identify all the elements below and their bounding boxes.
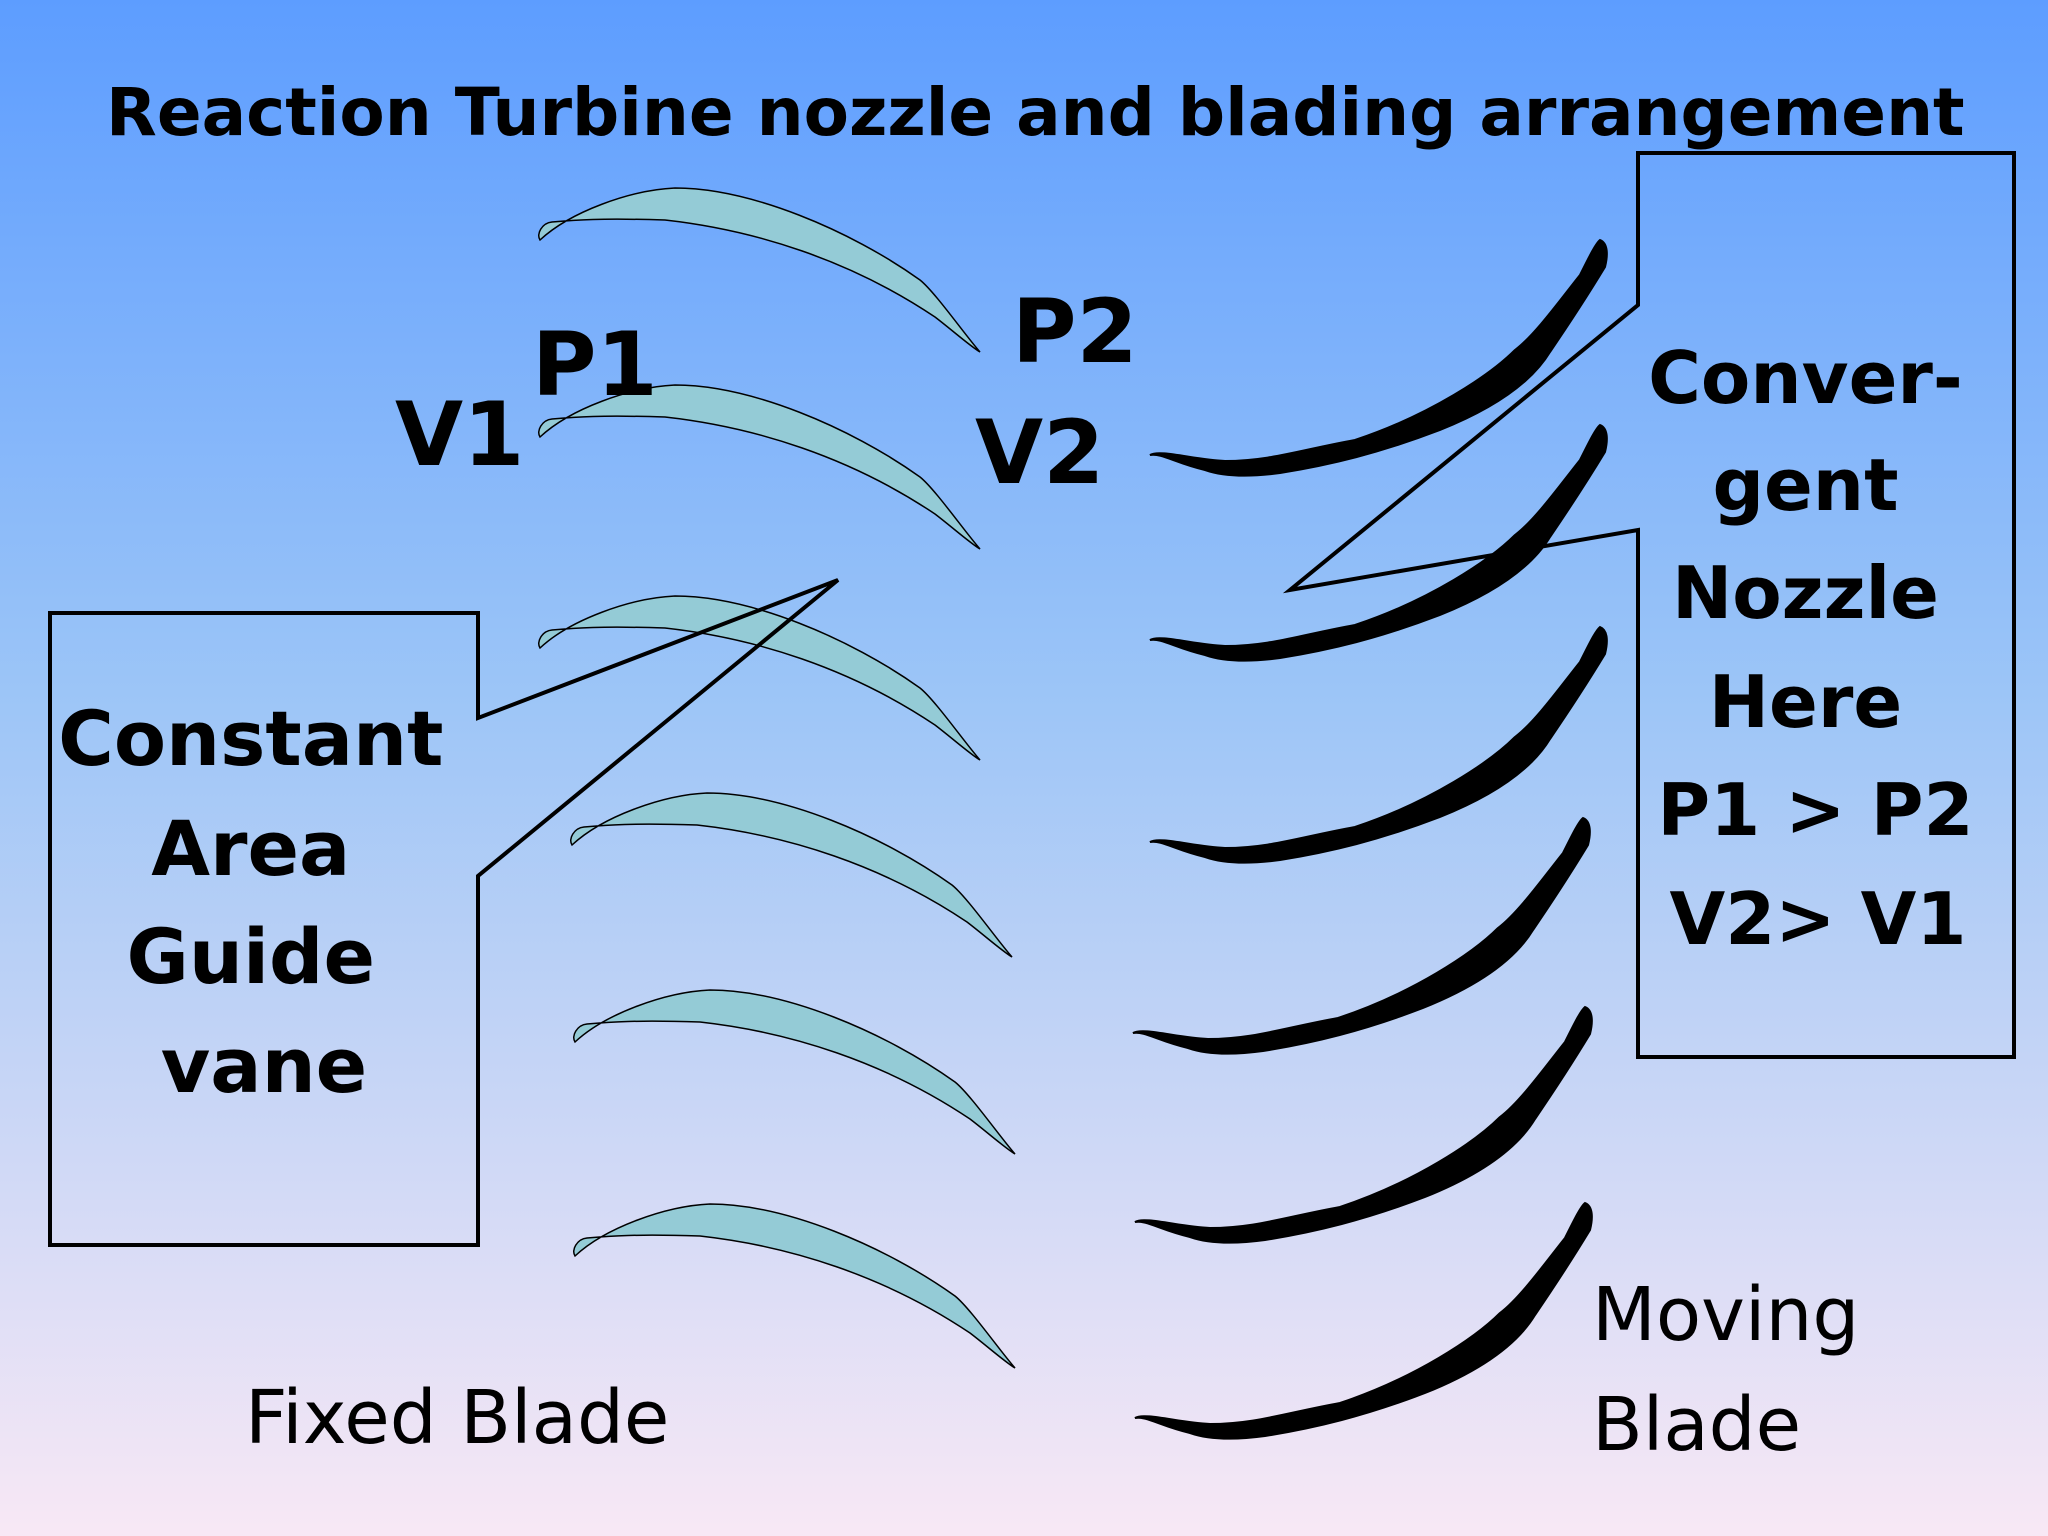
- callout-right-line-3: Nozzle: [1672, 551, 1939, 635]
- callout-left-outline: [48, 578, 840, 1247]
- callout-left-line-2: Area: [151, 804, 350, 893]
- label-fixed-blade: Fixed Blade: [245, 1375, 669, 1461]
- callout-right-line-4: Here: [1709, 660, 1902, 744]
- label-v1: V1: [395, 383, 524, 486]
- label-moving-blade-line-2: Blade: [1592, 1382, 1801, 1468]
- label-moving-blade-line-1: Moving: [1592, 1272, 1859, 1358]
- svg-text:Constant Area Guid: Constant Area Guide vane: [58, 694, 470, 1110]
- callout-left-line-4: vane: [161, 1021, 367, 1110]
- callout-right-line-1: Conver-: [1648, 336, 1963, 420]
- callout-right-line-6: V2> V1: [1669, 877, 1966, 961]
- callout-right-line-2: gent: [1712, 443, 1898, 527]
- callout-left-line-1: Constant: [58, 694, 443, 783]
- callout-left: Constant Area Guide vane: [48, 578, 840, 1247]
- label-p2: P2: [1012, 280, 1138, 383]
- callout-right: Conver- gent Nozzle Here P1 > P2 V2> V1: [1282, 151, 2016, 1059]
- label-p1: P1: [532, 313, 658, 416]
- callout-left-line-3: Guide: [127, 912, 375, 1001]
- slide-title: Reaction Turbine nozzle and blading arra…: [106, 74, 1965, 151]
- label-v2: V2: [975, 401, 1104, 504]
- callout-right-outline: [1282, 151, 2016, 1059]
- svg-text:Conver- gent Nozzl: Conver- gent Nozzle Here P1 > P2 V2> V1: [1648, 336, 1999, 961]
- callout-right-line-5: P1 > P2: [1657, 768, 1973, 852]
